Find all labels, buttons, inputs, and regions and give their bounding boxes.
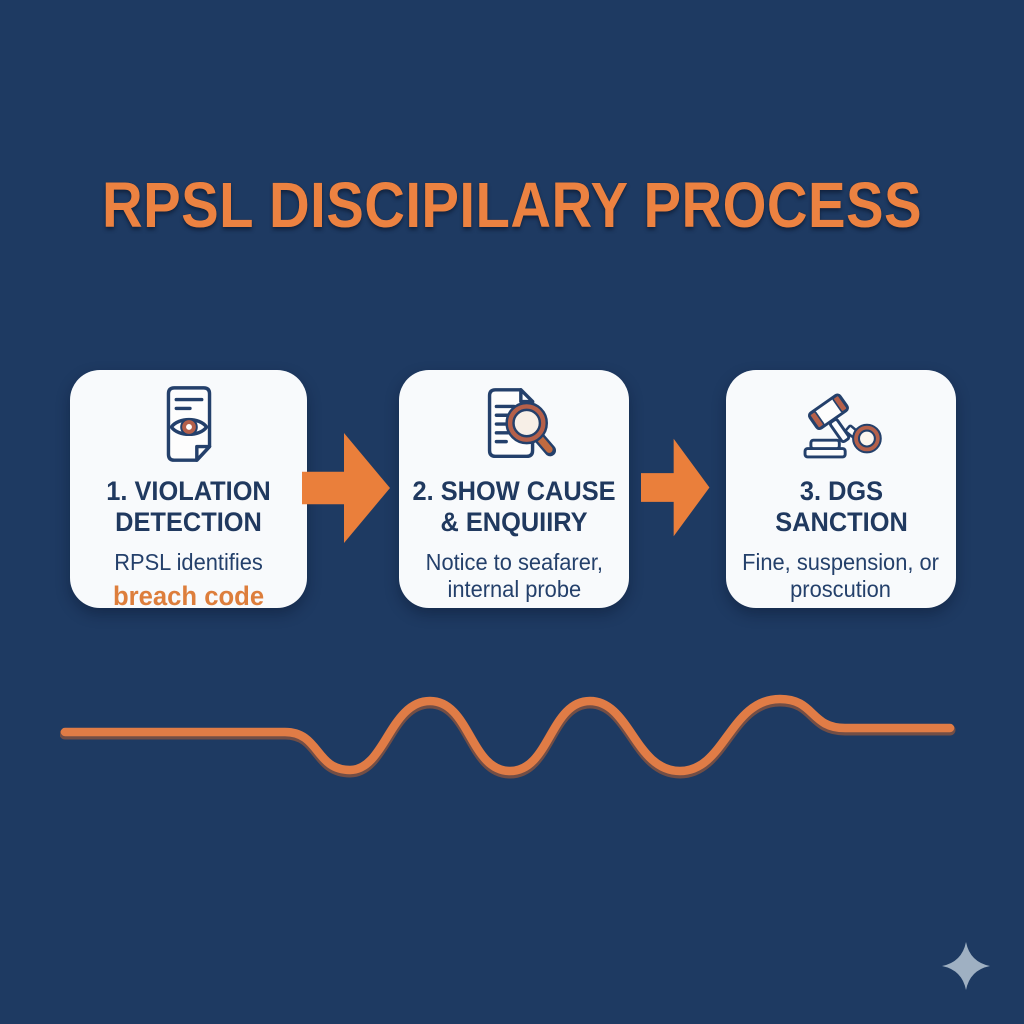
- step-heading: 3. DGS SANCTION: [775, 476, 908, 538]
- step-desc-line1: RPSL identifies: [114, 548, 263, 575]
- step-card-violation-detection: 1. VIOLATION DETECTION RPSL identifies b…: [70, 370, 307, 611]
- step-heading: 1. VIOLATION DETECTION: [106, 476, 271, 538]
- step-card-show-cause-enquiry: 2. SHOW CAUSE & ENQUIIRY Notice to seafa…: [399, 370, 629, 608]
- step-heading-line2: SANCTION: [774, 506, 908, 537]
- step-card-dgs-sanction: 3. DGS SANCTION Fine, suspension, or pro…: [726, 370, 956, 608]
- step-desc-line1: Notice to seafarer,: [425, 548, 603, 575]
- step-desc-line2-accent: breach code: [112, 581, 265, 612]
- four-point-star-icon: [940, 940, 992, 992]
- gavel-handcuff-icon: [795, 382, 887, 470]
- wavy-line-decoration: [60, 688, 960, 788]
- document-magnifier-icon: [468, 382, 560, 470]
- step-desc-line2: internal probe: [447, 576, 581, 603]
- step-heading-line1: 3. DGS: [799, 476, 883, 506]
- step-description: RPSL identifies breach code: [113, 549, 264, 613]
- step-heading-line2: DETECTION: [115, 506, 262, 537]
- page-title: RPSL DISCIPILARY PROCESS: [101, 169, 923, 241]
- step-description: Fine, suspension, or proscution: [743, 549, 940, 604]
- flow-arrow-icon: [302, 431, 392, 545]
- step-heading: 2. SHOW CAUSE & ENQUIIRY: [412, 476, 615, 538]
- step-heading-line1: 1. VIOLATION: [106, 476, 271, 506]
- flow-arrow-icon: [641, 437, 711, 538]
- step-description: Notice to seafarer, internal probe: [425, 549, 602, 604]
- step-heading-line2: & ENQUIIRY: [440, 506, 588, 537]
- step-heading-line1: 2. SHOW CAUSE: [412, 476, 616, 506]
- step-desc-line2: proscution: [790, 576, 892, 603]
- step-desc-line1: Fine, suspension, or: [742, 548, 940, 575]
- document-eye-icon: [143, 382, 235, 470]
